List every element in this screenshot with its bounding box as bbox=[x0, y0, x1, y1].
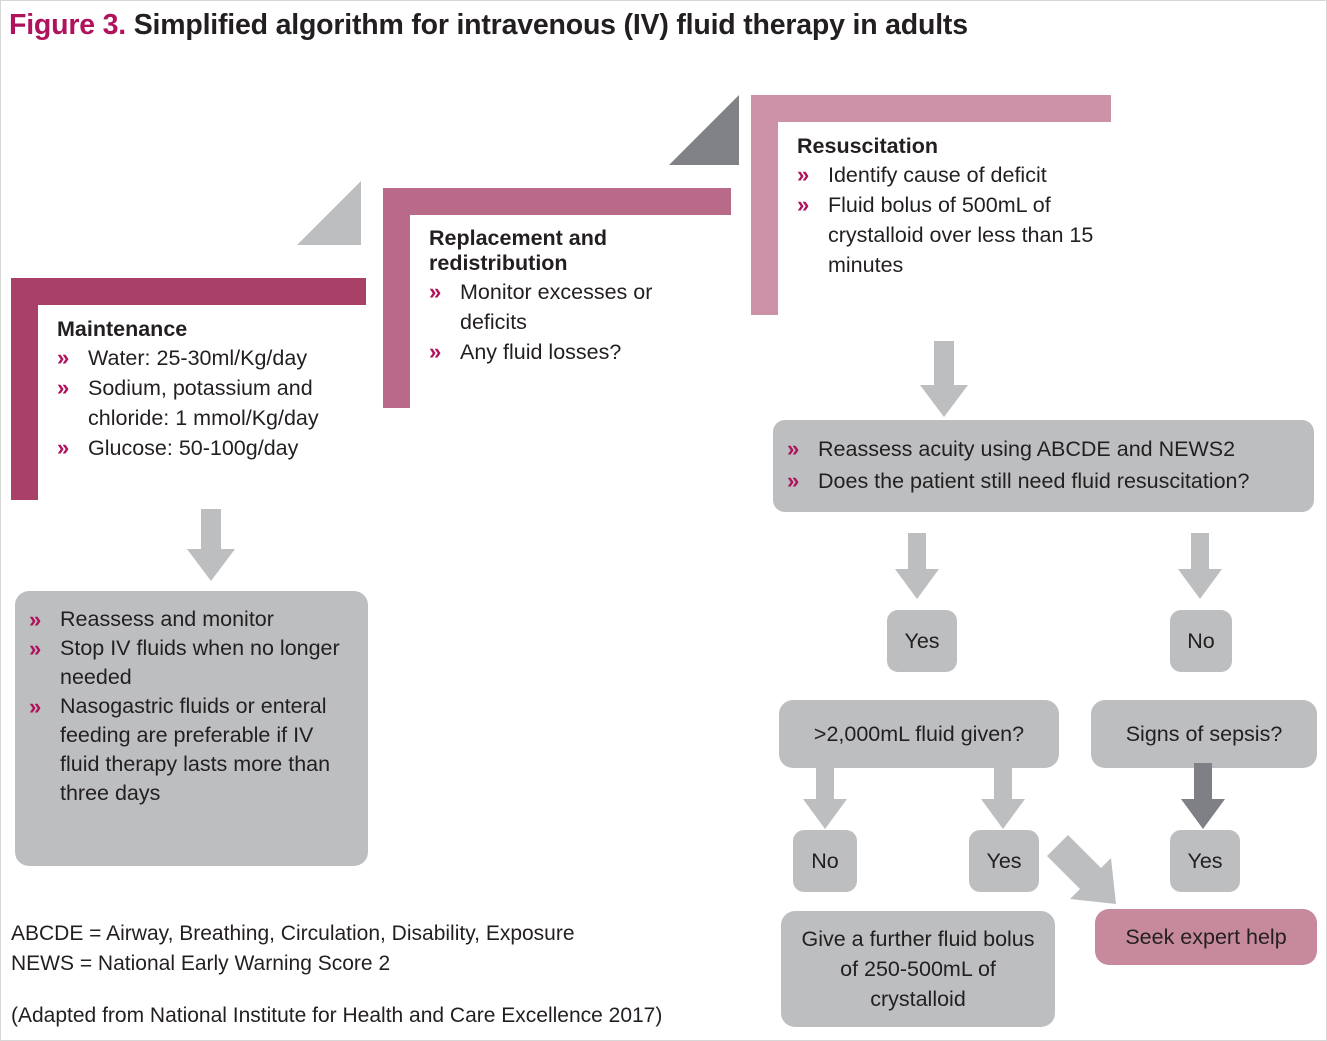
figure-title-text: Simplified algorithm for intravenous (IV… bbox=[133, 9, 968, 41]
panel-replacement: Replacement and redistribution » Monitor… bbox=[383, 188, 731, 408]
arrow-reassess-to-no bbox=[1178, 533, 1222, 601]
replacement-left-bar bbox=[383, 188, 410, 408]
resuscitation-content: Resuscitation » Identify cause of defici… bbox=[797, 133, 1097, 280]
resuscitation-left-bar bbox=[751, 95, 778, 315]
answer-label: Yes bbox=[986, 848, 1022, 873]
footnote-source: (Adapted from National Institute for Hea… bbox=[11, 1004, 663, 1027]
list-item-label: Reassess acuity using ABCDE and NEWS2 bbox=[818, 437, 1236, 461]
panel-resuscitation: Resuscitation » Identify cause of defici… bbox=[751, 95, 1111, 315]
answer-no-fluid-given: No bbox=[793, 830, 857, 892]
chevron-icon: » bbox=[29, 607, 42, 632]
list-item: » Identify cause of deficit bbox=[797, 160, 1097, 190]
resuscitation-list: » Identify cause of deficit » Fluid bolu… bbox=[797, 160, 1097, 280]
replacement-list: » Monitor excesses or deficits » Any flu… bbox=[429, 277, 709, 367]
list-item: » Monitor excesses or deficits bbox=[429, 277, 709, 337]
decision-yes-resuscitation: Yes bbox=[887, 610, 957, 672]
chevron-icon: » bbox=[29, 694, 42, 719]
resuscitation-top-bar bbox=[751, 95, 1111, 122]
list-item: » Any fluid losses? bbox=[429, 337, 709, 367]
outcome-label: Give a further fluid bolus of 250-500mL … bbox=[801, 927, 1035, 1011]
chevron-icon: » bbox=[429, 279, 442, 304]
box-sepsis-question: Signs of sepsis? bbox=[1091, 700, 1317, 768]
box-maintenance-outcome: » Reassess and monitor » Stop IV fluids … bbox=[15, 591, 368, 866]
list-item-label: Any fluid losses? bbox=[460, 340, 622, 364]
box-fluid-given-question: >2,000mL fluid given? bbox=[779, 700, 1059, 768]
list-item-label: Identify cause of deficit bbox=[828, 163, 1047, 187]
arrow-yes-to-seek-expert-help bbox=[1041, 828, 1151, 920]
maintenance-outcome-list: » Reassess and monitor » Stop IV fluids … bbox=[29, 605, 352, 808]
box-reassess-acuity: » Reassess acuity using ABCDE and NEWS2 … bbox=[773, 420, 1314, 512]
chevron-icon: » bbox=[787, 468, 800, 493]
list-item-label: Stop IV fluids when no longer needed bbox=[60, 636, 340, 689]
list-item-label: Glucose: 50-100g/day bbox=[88, 436, 299, 460]
figure-title: Figure 3. Simplified algorithm for intra… bbox=[9, 9, 1209, 42]
question-label: Signs of sepsis? bbox=[1125, 722, 1283, 746]
list-item-label: Does the patient still need fluid resusc… bbox=[818, 469, 1250, 493]
arrow-resuscitation-to-reassess bbox=[920, 341, 968, 419]
maintenance-content: Maintenance » Water: 25-30ml/Kg/day » So… bbox=[57, 316, 352, 463]
list-item-label: Reassess and monitor bbox=[60, 607, 274, 631]
footnote-news: NEWS = National Early Warning Score 2 bbox=[11, 952, 391, 975]
decision-no-resuscitation: No bbox=[1170, 610, 1232, 672]
list-item: » Sodium, potassium and chloride: 1 mmol… bbox=[57, 373, 352, 433]
maintenance-top-bar bbox=[11, 278, 366, 305]
outcome-label: Seek expert help bbox=[1125, 924, 1287, 949]
chevron-icon: » bbox=[29, 636, 42, 661]
light-triangle-decoration bbox=[297, 181, 361, 245]
arrow-maintenance-to-outcome bbox=[187, 509, 235, 583]
list-item-label: Nasogastric fluids or enteral feeding ar… bbox=[60, 694, 331, 805]
box-give-further-bolus: Give a further fluid bolus of 250-500mL … bbox=[781, 911, 1055, 1027]
decision-label: No bbox=[1187, 628, 1215, 653]
maintenance-list: » Water: 25-30ml/Kg/day » Sodium, potass… bbox=[57, 343, 352, 463]
question-label: >2,000mL fluid given? bbox=[813, 722, 1025, 746]
list-item: » Reassess acuity using ABCDE and NEWS2 bbox=[787, 433, 1300, 465]
arrow-fluid-given-to-yes bbox=[981, 763, 1025, 831]
answer-yes-sepsis: Yes bbox=[1170, 830, 1240, 892]
list-item: » Reassess and monitor bbox=[29, 605, 352, 634]
panel-maintenance: Maintenance » Water: 25-30ml/Kg/day » So… bbox=[11, 278, 366, 500]
answer-yes-fluid-given: Yes bbox=[969, 830, 1039, 892]
arrow-fluid-given-to-no bbox=[803, 763, 847, 831]
list-item: » Glucose: 50-100g/day bbox=[57, 433, 352, 463]
decision-label: Yes bbox=[904, 628, 940, 653]
chevron-icon: » bbox=[797, 162, 810, 187]
list-item-label: Monitor excesses or deficits bbox=[460, 280, 653, 334]
arrow-reassess-to-yes bbox=[895, 533, 939, 601]
list-item: » Fluid bolus of 500mL of crystalloid ov… bbox=[797, 190, 1097, 280]
list-item: » Water: 25-30ml/Kg/day bbox=[57, 343, 352, 373]
dark-triangle-decoration bbox=[669, 95, 739, 165]
list-item: » Does the patient still need fluid resu… bbox=[787, 465, 1300, 497]
replacement-top-bar bbox=[383, 188, 731, 215]
list-item-label: Sodium, potassium and chloride: 1 mmol/K… bbox=[88, 376, 319, 430]
list-item-label: Water: 25-30ml/Kg/day bbox=[88, 346, 308, 370]
chevron-icon: » bbox=[57, 375, 70, 400]
chevron-icon: » bbox=[429, 339, 442, 364]
chevron-icon: » bbox=[57, 345, 70, 370]
box-seek-expert-help: Seek expert help bbox=[1095, 909, 1317, 965]
list-item: » Stop IV fluids when no longer needed bbox=[29, 634, 352, 692]
maintenance-title: Maintenance bbox=[57, 317, 188, 341]
footnote-abcde: ABCDE = Airway, Breathing, Circulation, … bbox=[11, 922, 575, 945]
list-item: » Nasogastric fluids or enteral feeding … bbox=[29, 692, 352, 808]
figure-number: Figure 3. bbox=[9, 9, 126, 41]
resuscitation-title: Resuscitation bbox=[797, 134, 938, 158]
chevron-icon: » bbox=[57, 435, 70, 460]
answer-label: Yes bbox=[1187, 848, 1223, 873]
replacement-title: Replacement and redistribution bbox=[429, 226, 608, 275]
answer-label: No bbox=[811, 848, 839, 873]
maintenance-left-bar bbox=[11, 278, 38, 500]
reassess-list: » Reassess acuity using ABCDE and NEWS2 … bbox=[787, 433, 1300, 497]
list-item-label: Fluid bolus of 500mL of crystalloid over… bbox=[828, 193, 1094, 277]
arrow-sepsis-to-yes bbox=[1181, 763, 1225, 831]
replacement-content: Replacement and redistribution » Monitor… bbox=[429, 226, 709, 367]
chevron-icon: » bbox=[797, 192, 810, 217]
chevron-icon: » bbox=[787, 436, 800, 461]
